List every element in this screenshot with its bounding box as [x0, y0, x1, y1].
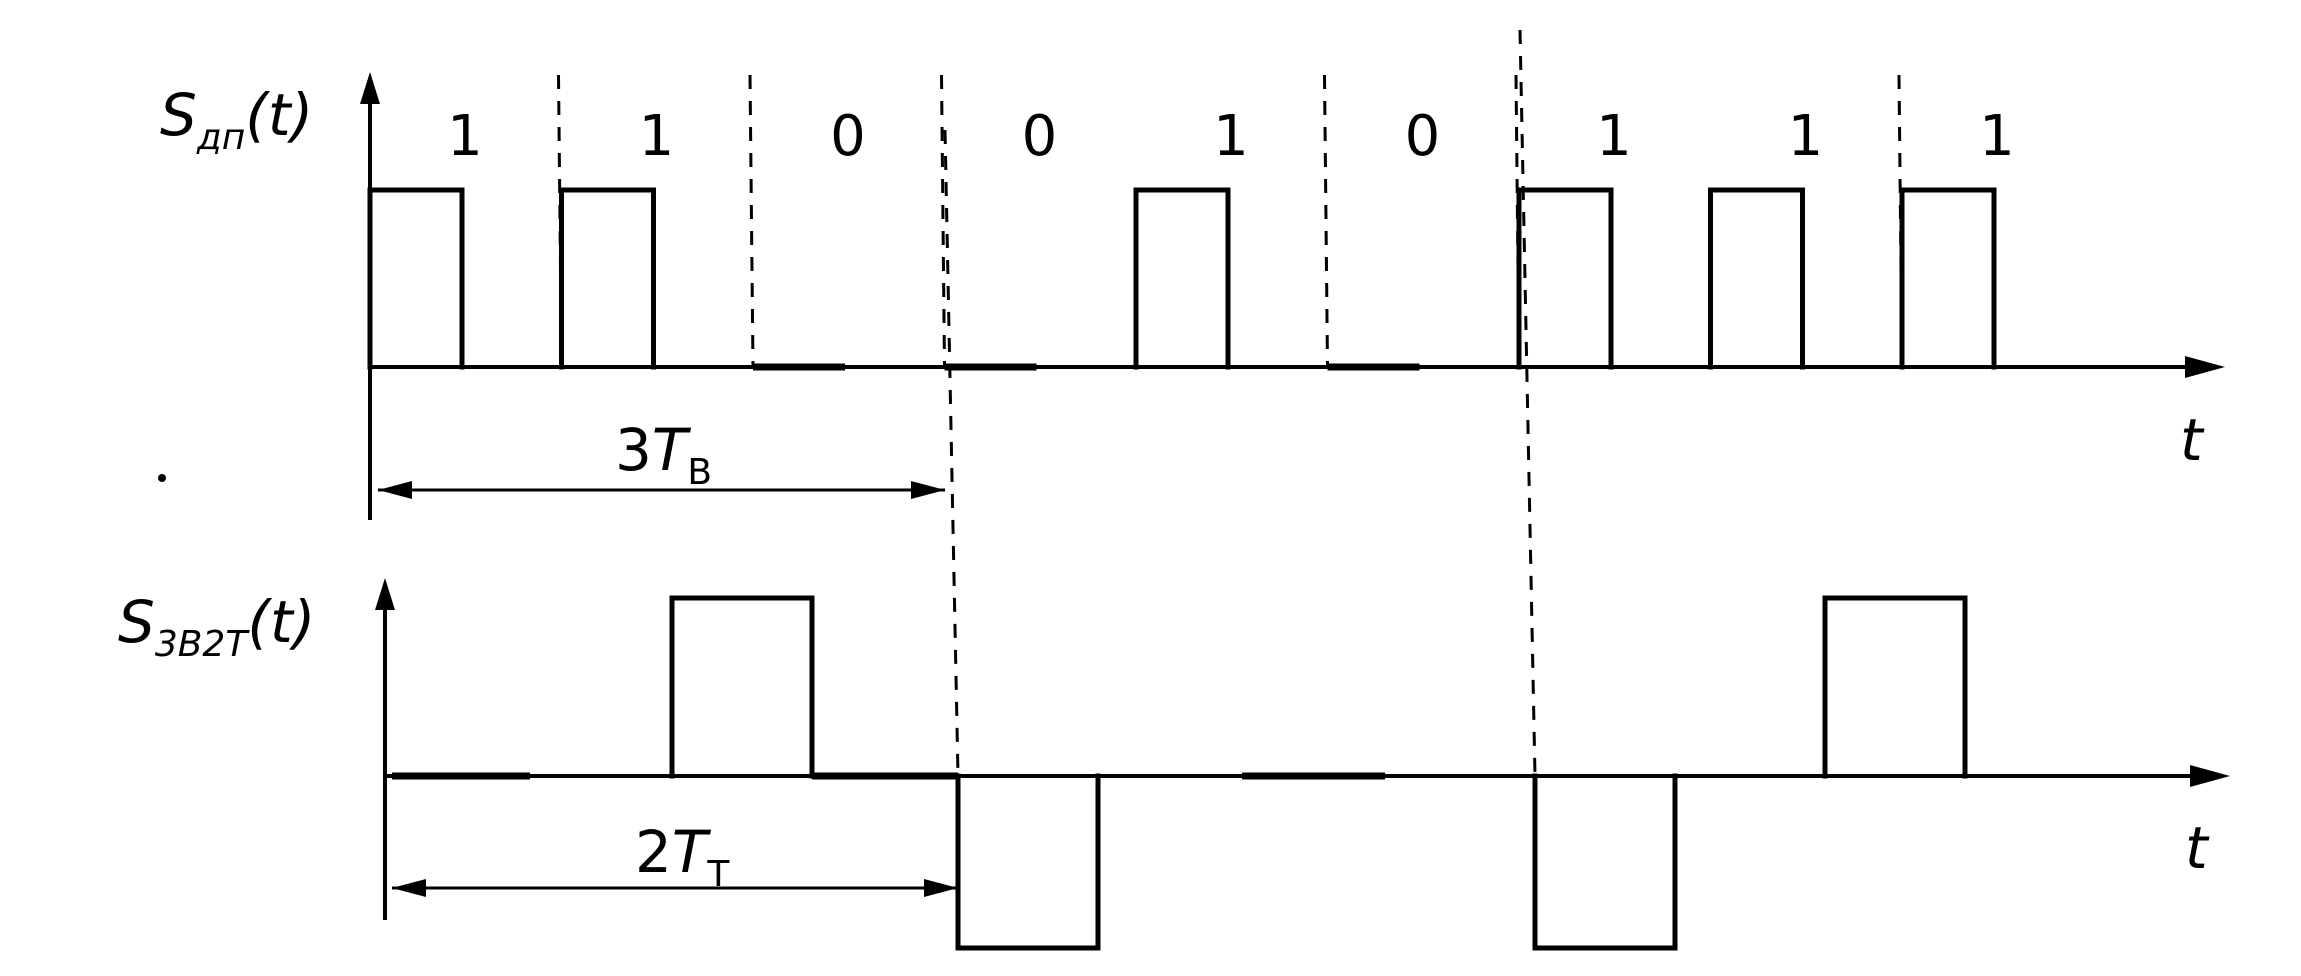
top-bit-label: 1: [1213, 104, 1249, 169]
dimension-3tb-arrow-right: [911, 481, 945, 499]
top-signal-panel: Sдп(t) t 1 1 0 0 1 0 1 1 1: [160, 72, 2225, 520]
top-bit-label: 0: [1405, 104, 1441, 169]
dimension-2tt: 2TT: [392, 818, 958, 897]
top-x-axis-arrow: [2185, 356, 2225, 378]
dimension-3tb-label: 3TB: [615, 416, 712, 493]
dimension-2tt-arrow-left: [392, 879, 426, 897]
top-signal-label: Sдп(t): [160, 81, 313, 158]
bottom-signal-panel: S3В2Т(t) t: [118, 578, 2230, 951]
top-bit-labels: 1 1 0 0 1 0 1 1 1: [447, 104, 2015, 169]
bottom-t-axis-label: t: [2185, 814, 2210, 882]
top-bit-label: 1: [1788, 104, 1824, 169]
top-bit-divider: [1323, 74, 1329, 368]
top-signal-waveform: [367, 187, 1997, 370]
top-bit-label: 0: [1022, 104, 1058, 169]
bottom-y-axis-arrow: [375, 578, 395, 610]
bottom-signal-waveform: [669, 595, 1968, 951]
dimension-2tt-arrow-right: [924, 879, 958, 897]
stray-dot: [158, 474, 166, 482]
dimension-3tb-arrow-left: [378, 481, 412, 499]
group-boundary-1: [943, 129, 960, 777]
top-bit-label: 1: [447, 104, 483, 169]
top-bit-label: 1: [639, 104, 675, 169]
bottom-x-axis-arrow: [2190, 765, 2230, 787]
top-bit-label: 1: [1979, 104, 2015, 169]
top-bit-label: 1: [1596, 104, 1632, 169]
bottom-signal-label: S3В2Т(t): [118, 588, 315, 665]
top-y-axis-arrow: [360, 72, 380, 104]
top-bit-divider: [940, 74, 946, 368]
dimension-2tt-label: 2TT: [635, 818, 730, 895]
top-t-axis-label: t: [2180, 406, 2205, 474]
dimension-3tb: 3TB: [378, 416, 945, 499]
top-bit-divider: [748, 74, 755, 368]
top-bit-label: 0: [830, 104, 866, 169]
group-boundary-2: [1518, 29, 1537, 777]
